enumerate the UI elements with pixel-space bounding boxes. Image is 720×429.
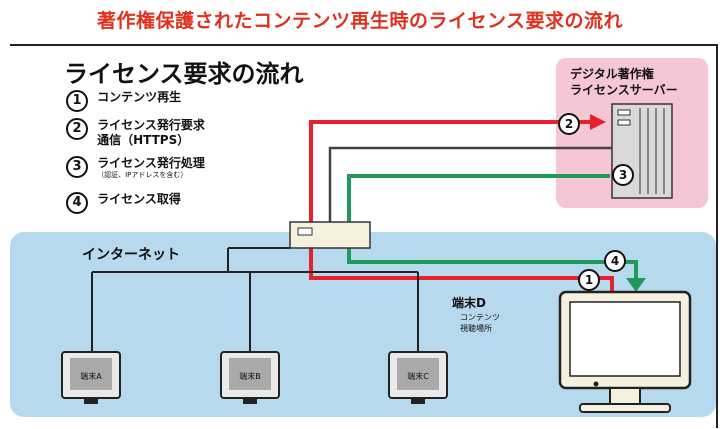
terminal-a-label: 端末A	[80, 372, 102, 381]
internet-label: インターネット	[82, 247, 180, 263]
step-4: 4 ライセンス取得	[66, 192, 256, 214]
response-arrow	[626, 278, 646, 292]
step-1: 1 コンテンツ再生	[66, 90, 256, 112]
request-arrow	[590, 114, 606, 130]
step-number: 2	[66, 118, 88, 140]
response-line	[347, 174, 638, 278]
terminal-b-label: 端末B	[239, 372, 261, 381]
flow-marker-1: 1	[578, 269, 600, 291]
step-label: ライセンス取得	[97, 192, 181, 206]
diagram-heading: ライセンス要求の流れ	[64, 60, 304, 88]
page-title: 著作権保護されたコンテンツ再生時のライセンス要求の流れ	[96, 10, 624, 32]
flow-marker-3: 3	[612, 164, 634, 186]
terminal-d-sub: コンテンツ 視聴場所	[460, 313, 500, 333]
terminal-d-label: 端末D	[452, 296, 486, 310]
terminal-b-shape	[220, 351, 280, 404]
step-number: 1	[66, 90, 88, 112]
server-label: デジタル著作権 ライセンスサーバー	[570, 67, 678, 97]
terminal-a-shape	[61, 351, 121, 404]
terminal-c-label: 端末C	[407, 372, 429, 381]
step-label: ライセンス発行要求	[97, 118, 205, 132]
flow-marker-4: 4	[604, 250, 626, 272]
flow-marker-2: 2	[558, 113, 580, 135]
gray-link	[328, 146, 612, 226]
step-number: 4	[66, 192, 88, 214]
terminal-c-shape	[388, 351, 448, 404]
request-line-terminal	[309, 246, 614, 292]
diagram-frame	[10, 44, 718, 428]
step-sub: （認証、IPアドレスを含む）	[97, 171, 188, 179]
step-3: 3 ライセンス発行処理 （認証、IPアドレスを含む）	[66, 156, 256, 180]
step-number: 3	[66, 156, 88, 178]
step-2: 2 ライセンス発行要求 通信（HTTPS）	[66, 118, 256, 148]
router	[289, 221, 371, 249]
step-label: コンテンツ再生	[97, 90, 182, 104]
step-label: ライセンス発行処理	[97, 156, 205, 170]
request-line	[309, 120, 590, 226]
terminal-d-monitor	[558, 290, 692, 413]
step-label-2: 通信（HTTPS）	[97, 133, 190, 147]
